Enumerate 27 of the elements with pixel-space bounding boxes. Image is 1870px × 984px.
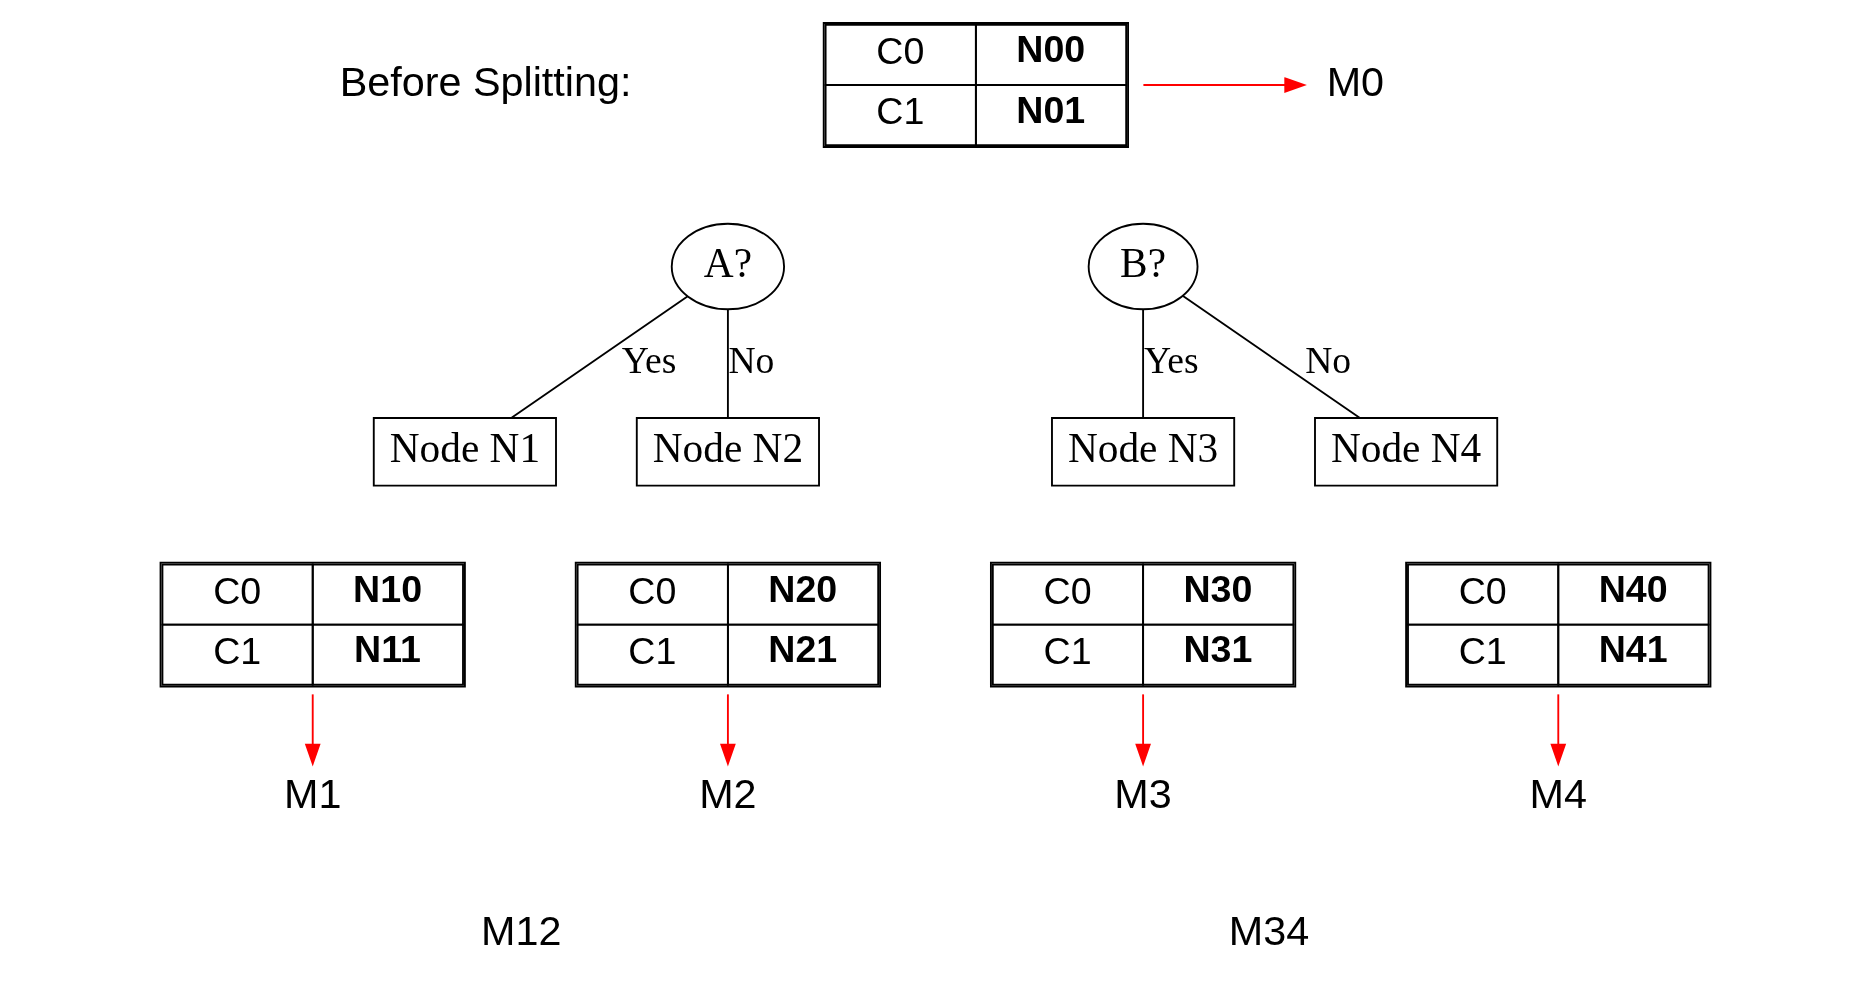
arrow (1134, 693, 1151, 767)
connector (509, 295, 688, 419)
connector (1181, 295, 1360, 419)
node-box: Node N3 (1050, 417, 1235, 487)
label: M12 (480, 908, 561, 955)
node-text: M2 (698, 771, 757, 818)
arrow (1141, 77, 1307, 93)
node-ellipse: B? (1087, 222, 1198, 311)
edge-label: No (727, 339, 774, 381)
node-text: M0 (1326, 58, 1384, 105)
arrow (1549, 693, 1566, 767)
arrow (719, 693, 736, 767)
node-text: M1 (283, 771, 341, 818)
node-text: M3 (1113, 771, 1172, 818)
edge-label: No (1304, 339, 1351, 381)
connector (726, 308, 729, 419)
connector (1141, 308, 1144, 419)
node-box: Node N4 (1313, 417, 1498, 487)
edge-label: Yes (621, 339, 676, 381)
node-box: Node N1 (372, 417, 557, 487)
node-box: Node N2 (635, 417, 820, 487)
edge-label: Yes (1143, 339, 1199, 381)
label: Before Splitting: (339, 58, 631, 105)
label: M34 (1228, 908, 1309, 955)
node-text: M4 (1529, 771, 1587, 818)
node-ellipse: A? (670, 222, 785, 311)
arrow (304, 693, 321, 767)
